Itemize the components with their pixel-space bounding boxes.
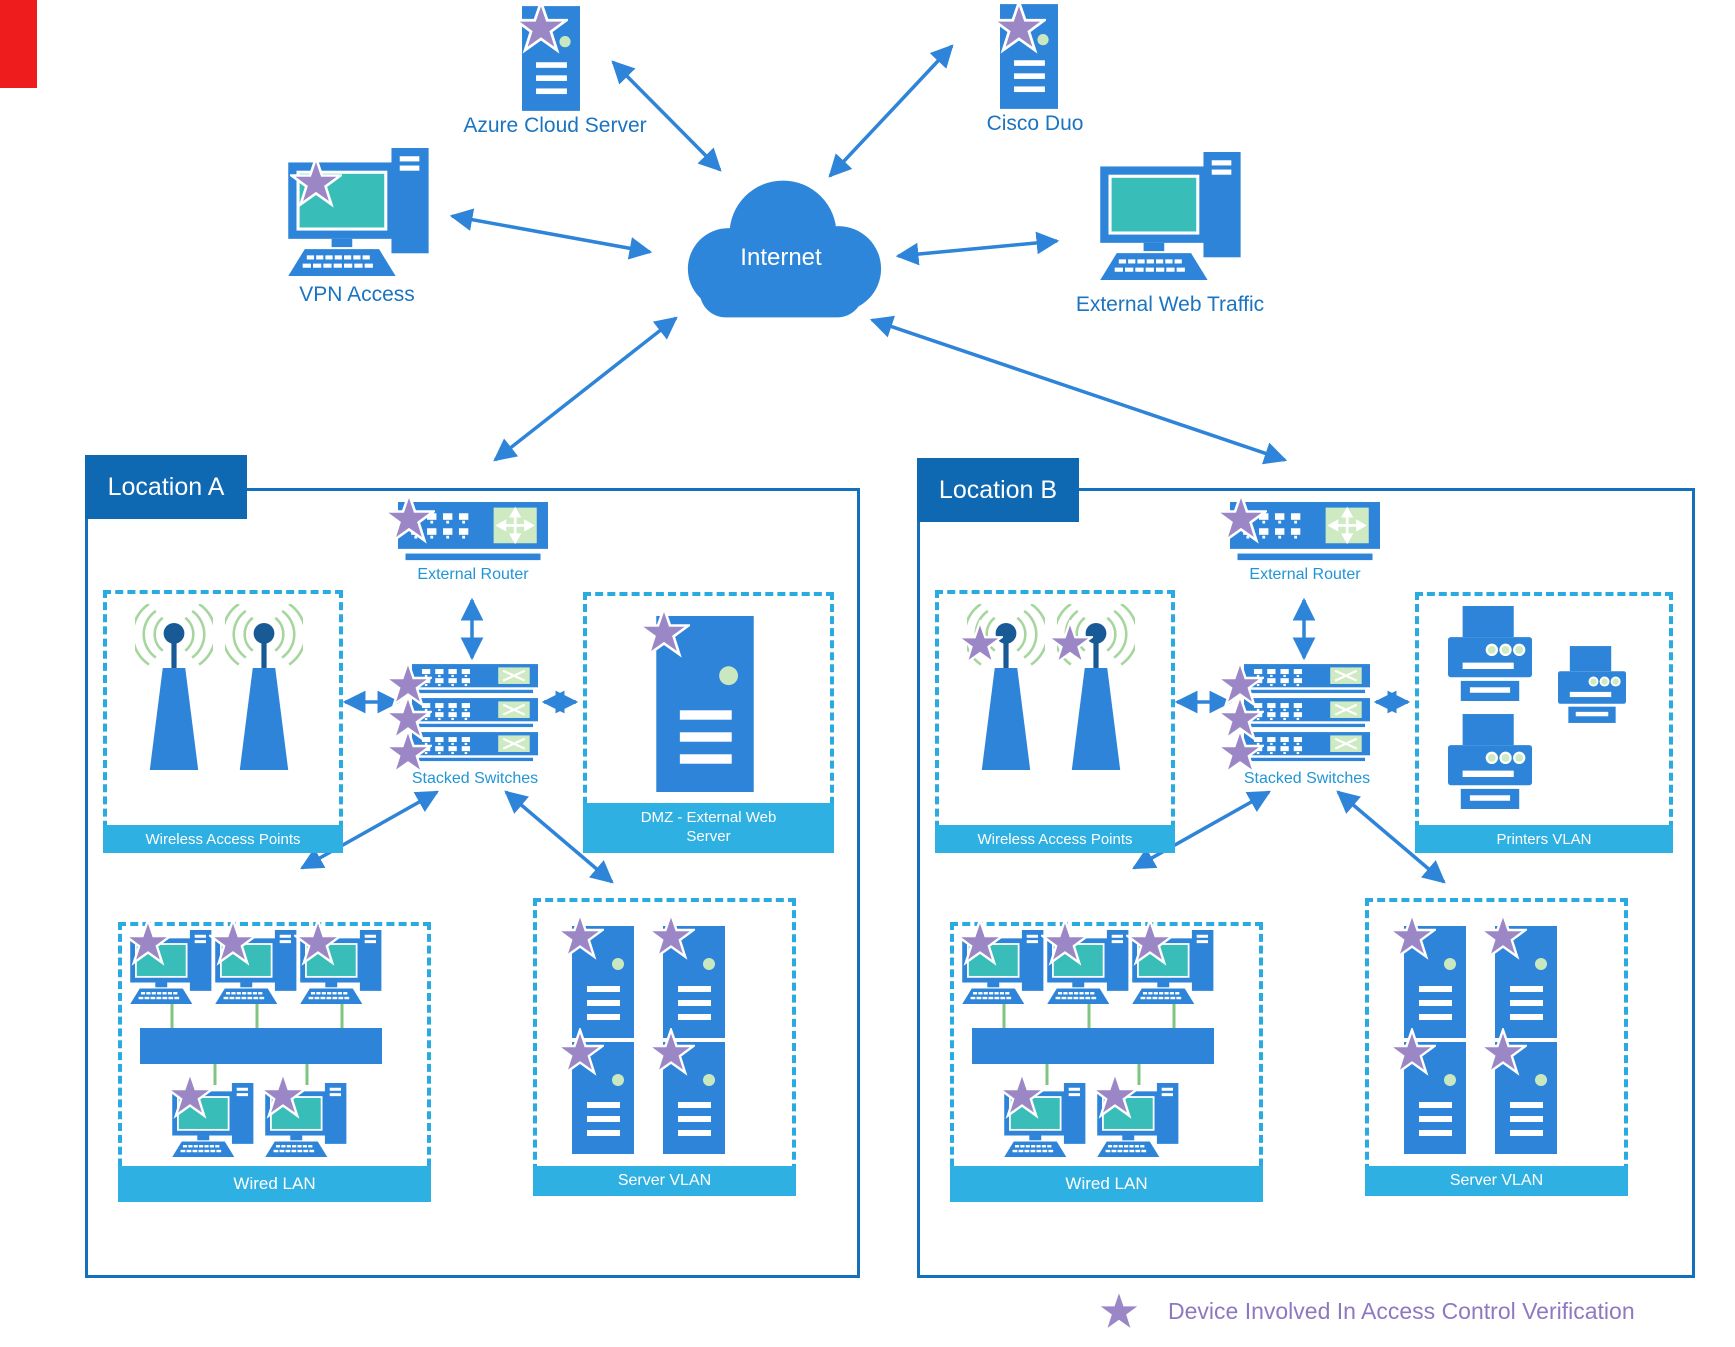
access-point-icon [225,604,303,770]
access-control-star-icon [956,918,1004,966]
cisco-duo-label: Cisco Duo [986,112,1084,135]
router-label-a: External Router [417,566,529,583]
access-control-star-icon [556,1028,604,1076]
red-corner-block [0,0,37,88]
printer-icon [1448,714,1532,809]
wireless-label-b: Wireless Access Points [935,825,1175,853]
access-control-star-icon [166,1071,214,1119]
access-control-star-icon [383,492,435,544]
access-control-star-icon [1388,912,1436,960]
location-b-box [917,488,1695,1278]
access-control-star-icon [259,1071,307,1119]
printer-icon [1448,606,1532,701]
dmz-zone-a: DMZ - External Web Server [583,592,834,853]
server-vlan-label-b: Server VLAN [1365,1166,1628,1196]
access-control-star-icon [290,156,342,208]
lan-hub-bar [972,1028,1214,1064]
access-control-star-icon [1215,492,1267,544]
location-a-header: Location A [85,455,247,519]
wired-lan-zone-a: Wired LAN [118,922,431,1202]
legend-star-icon [1096,1288,1142,1334]
azure-label: Azure Cloud Server [463,114,647,137]
server-vlan-zone-b: Server VLAN [1365,898,1628,1196]
access-control-star-icon [209,918,257,966]
server-vlan-zone-a: Server VLAN [533,898,796,1196]
router-label-b: External Router [1249,566,1361,583]
access-control-star-icon [638,606,690,658]
wired-lan-label-b: Wired LAN [950,1166,1263,1202]
access-control-star-icon [514,0,568,54]
access-point-icon [135,604,213,770]
access-control-star-icon [1041,918,1089,966]
server-vlan-label-a: Server VLAN [533,1166,796,1196]
wireless-zone-b: Wireless Access Points [935,590,1175,853]
vpn-label: VPN Access [299,283,415,306]
wireless-label-a: Wireless Access Points [103,825,343,853]
access-control-star-icon [1388,1028,1436,1076]
access-control-star-icon [992,0,1046,54]
access-control-star-icon [1216,728,1264,776]
legend-label: Device Involved In Access Control Verifi… [1168,1298,1635,1324]
access-control-star-icon [647,912,695,960]
printer-icon [1558,646,1626,723]
internet-cloud: Internet [672,170,890,320]
access-control-star-icon [998,1071,1046,1119]
access-control-star-icon [1479,912,1527,960]
access-control-star-icon [294,918,342,966]
lan-hub-bar [140,1028,382,1064]
access-control-star-icon [384,728,432,776]
switches-label-a: Stacked Switches [411,770,539,787]
access-control-star-icon [124,918,172,966]
access-control-star-icon [556,912,604,960]
access-control-star-icon [1479,1028,1527,1076]
switches-label-b: Stacked Switches [1243,770,1371,787]
printers-label-b: Printers VLAN [1415,825,1673,853]
dmz-label-a: DMZ - External Web Server [583,803,834,853]
wired-lan-zone-b: Wired LAN [950,922,1263,1202]
external-web-label: External Web Traffic [1075,293,1265,316]
access-control-star-icon [957,620,1003,666]
access-control-star-icon [647,1028,695,1076]
external-web-computer-icon [1100,152,1245,280]
access-control-star-icon [1047,620,1093,666]
internet-label: Internet [740,244,822,271]
printers-zone-b: Printers VLAN [1415,592,1673,853]
access-control-star-icon [1126,918,1174,966]
wireless-zone-a: Wireless Access Points [103,590,343,853]
wired-lan-label-a: Wired LAN [118,1166,431,1202]
location-b-header: Location B [917,458,1079,522]
access-control-star-icon [1091,1071,1139,1119]
location-a-box [85,488,860,1278]
